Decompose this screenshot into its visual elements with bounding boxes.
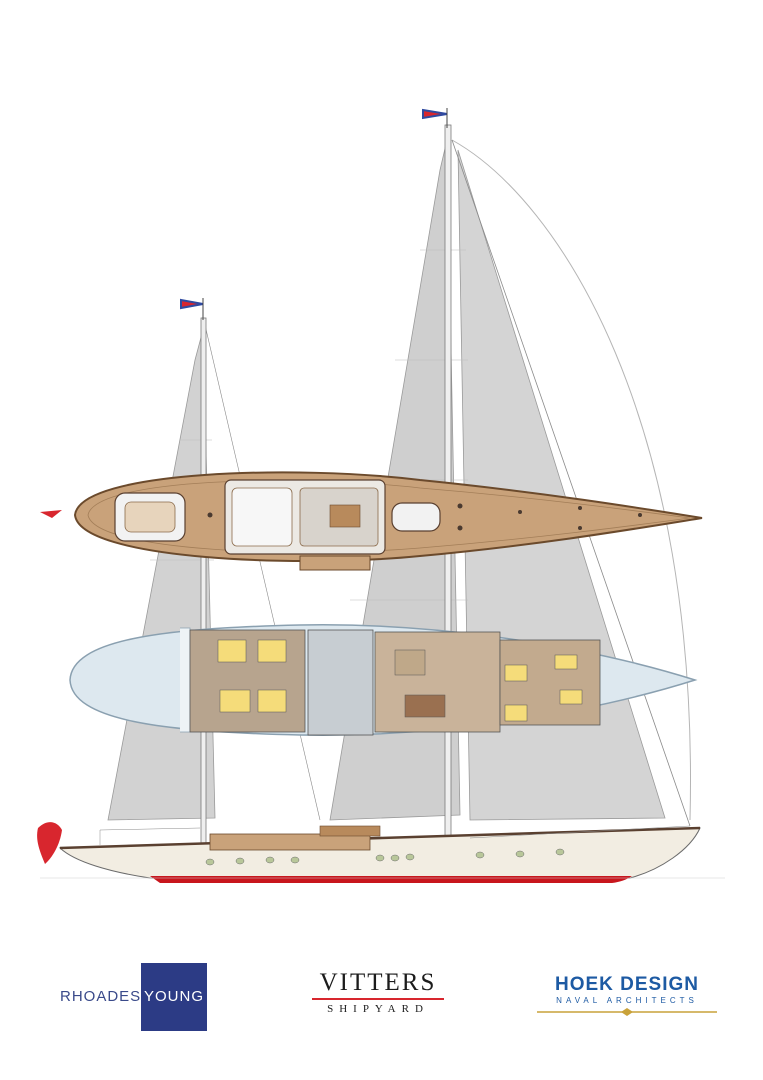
mizzen-mast [200, 317, 207, 849]
vitters-sub: SHIPYARD [327, 1003, 429, 1015]
ensign-deck [40, 510, 62, 518]
vitters-name: VITTERS [319, 969, 437, 996]
engine-room [307, 629, 374, 736]
rhodes-young-logo: RHOADES YOUNG [60, 963, 208, 1031]
rhodes-young-text-right: YOUNG [144, 988, 205, 1005]
mizzen-stay [204, 324, 321, 821]
red-ensign [37, 822, 62, 864]
forward-cockpit [391, 502, 441, 532]
main-burgee [422, 108, 448, 120]
mizzen-burgee [180, 298, 204, 310]
boot-stripe [150, 876, 632, 883]
spinnaker-outline [451, 139, 692, 821]
hull-profile [37, 822, 725, 883]
hoek-sub: NAVAL ARCHITECTS [556, 996, 698, 1005]
hoek-design-logo: HOEK DESIGN NAVAL ARCHITECTS [532, 975, 722, 1017]
deckhouse-profile [209, 833, 371, 851]
aft-cabins [189, 629, 306, 733]
hoek-decorative-line [537, 1008, 717, 1016]
forestay [451, 139, 691, 827]
deck-plan [40, 471, 703, 571]
hoek-name: HOEK DESIGN [554, 974, 700, 995]
vitters-rule [312, 998, 444, 1000]
rhodes-young-box [141, 963, 207, 1031]
vitters-shipyard-logo: VITTERS SHIPYARD [308, 970, 448, 1020]
mizzen-sail [107, 329, 216, 821]
interior-plan [69, 624, 698, 736]
rhodes-young-text-left: RHOADES [60, 988, 142, 1005]
